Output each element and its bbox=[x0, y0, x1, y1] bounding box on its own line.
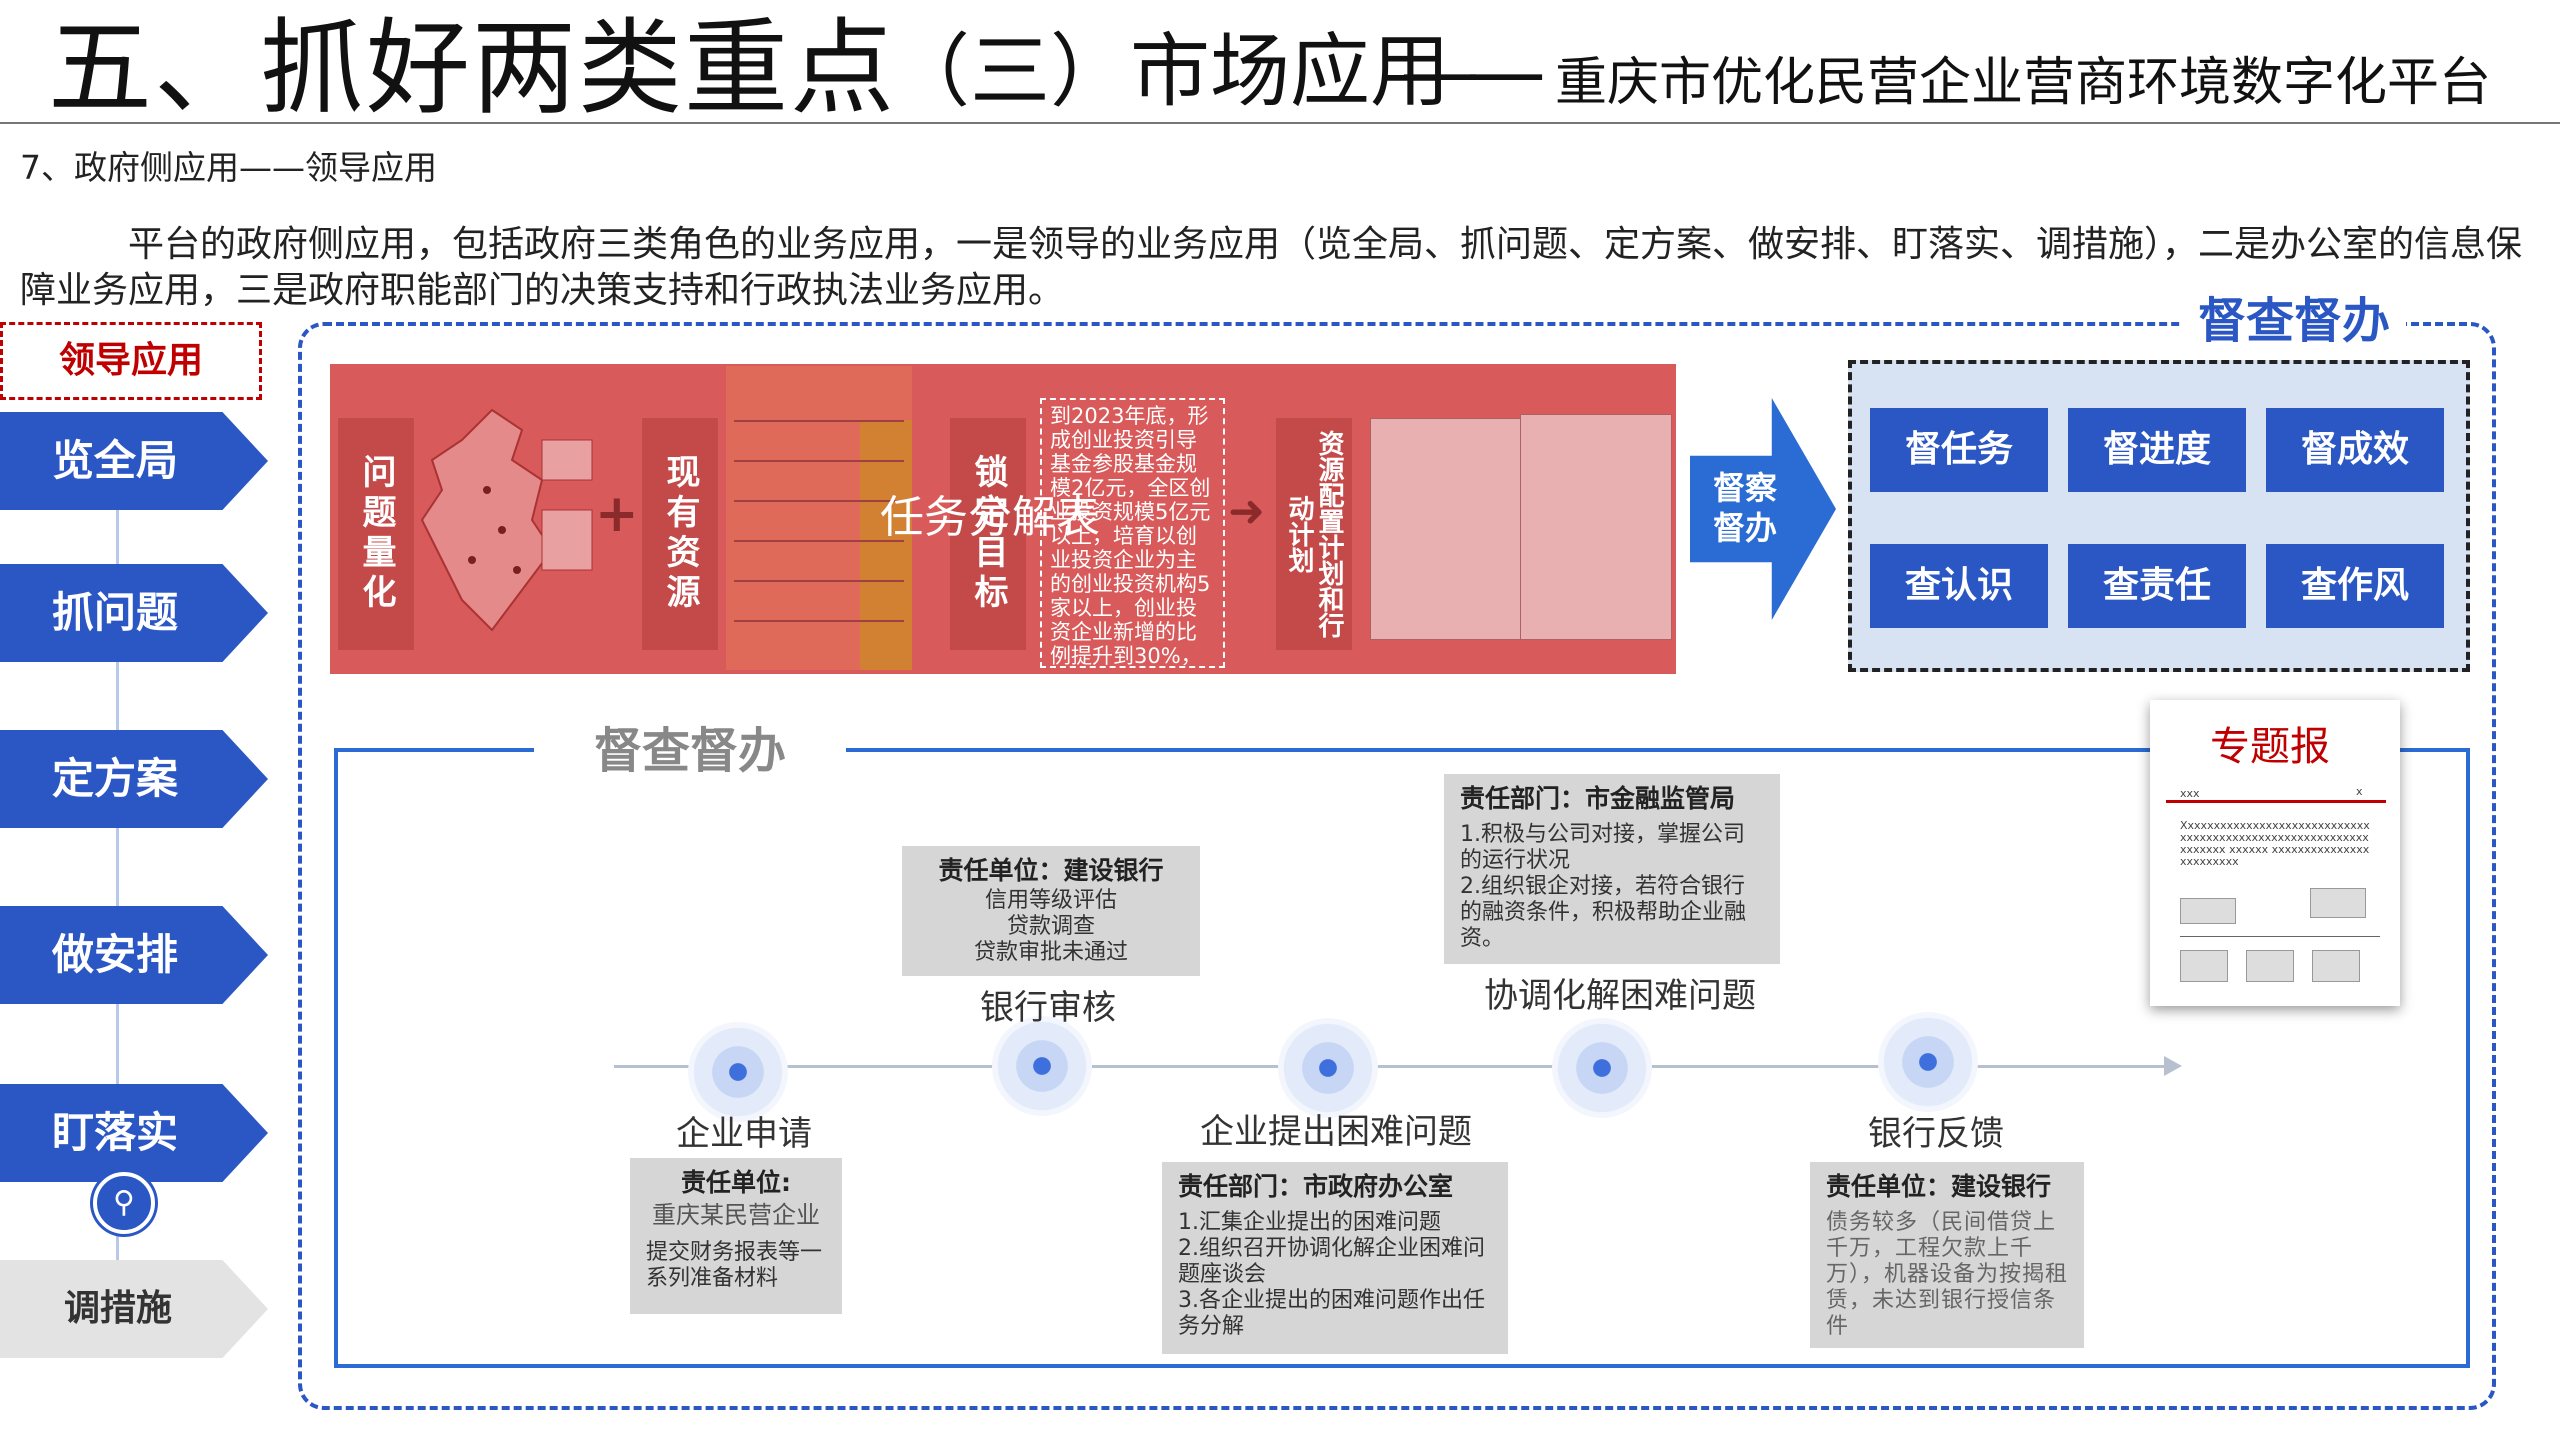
card-feedback-header: 责任单位：建设银行 bbox=[1826, 1172, 2052, 1201]
card-apply-header: 责任单位: bbox=[681, 1168, 791, 1197]
special-report-title: 专题报 bbox=[2210, 724, 2330, 770]
card-apply: 责任单位: 重庆某民营企业 提交财务报表等一系列准备材料 bbox=[630, 1158, 842, 1314]
platform-title: 重庆市优化民营企业营商环境数字化平台 bbox=[1555, 53, 2492, 113]
card-review-line: 贷款调查 bbox=[1006, 914, 1095, 939]
supervision-frame bbox=[298, 322, 2496, 1410]
supervise-progress-button[interactable]: 督进度 bbox=[2068, 408, 2246, 492]
card-review: 责任单位：建设银行 信用等级评估 贷款调查 贷款审批未通过 bbox=[902, 846, 1200, 976]
report-mini-box bbox=[2180, 950, 2228, 982]
step-label-apply: 企业申请 bbox=[676, 1114, 812, 1154]
card-coordinate: 责任部门：市金融监管局 1.积极与公司对接，掌握公司的运行状况 2.组织银企对接… bbox=[1444, 774, 1780, 964]
sheet-line bbox=[734, 460, 904, 462]
timeline-axis bbox=[614, 1065, 2168, 1068]
card-review-line: 贷款审批未通过 bbox=[973, 940, 1128, 965]
timeline-node[interactable] bbox=[1878, 1012, 1978, 1112]
report-red-rule bbox=[2166, 800, 2386, 803]
timeline-arrowhead-icon bbox=[2164, 1056, 2182, 1076]
sheet-line bbox=[734, 540, 904, 542]
timeline-node[interactable] bbox=[992, 1016, 1092, 1116]
task-breakdown-label: 任务分解表 bbox=[880, 492, 1100, 543]
card-apply-body: 提交财务报表等一系列准备材料 bbox=[646, 1240, 823, 1291]
nav-item-followup[interactable]: 盯落实 bbox=[0, 1084, 268, 1182]
supervise-result-button[interactable]: 督成效 bbox=[2266, 408, 2444, 492]
plus-icon: + bbox=[595, 484, 639, 544]
step-label-problem: 企业提出困难问题 bbox=[1200, 1112, 1472, 1152]
nav-connector-line bbox=[116, 500, 119, 1260]
report-mini-box bbox=[2310, 888, 2366, 918]
card-problem-line: 3.各企业提出的困难问题作出任务分解 bbox=[1178, 1288, 1485, 1339]
card-coordinate-line: 2.组织银企对接，若符合银行的融资条件，积极帮助企业融资。 bbox=[1460, 874, 1747, 951]
card-coordinate-line: 1.积极与公司对接，掌握公司的运行状况 bbox=[1460, 822, 1745, 873]
plan-document-image bbox=[1520, 414, 1672, 640]
timeline-node[interactable] bbox=[1278, 1018, 1378, 1118]
card-problem-line: 1.汇集企业提出的困难问题 bbox=[1178, 1210, 1441, 1235]
step-label-review: 银行审核 bbox=[980, 988, 1116, 1028]
report-line: xxx bbox=[2180, 787, 2200, 800]
col-problem-quantify: 问题量化 bbox=[338, 418, 414, 650]
sheet-line bbox=[734, 500, 904, 502]
card-problem-line: 2.组织召开协调化解企业困难问题座谈会 bbox=[1178, 1236, 1485, 1287]
card-apply-unit: 重庆某民营企业 bbox=[652, 1201, 820, 1229]
process-frame bbox=[334, 748, 2470, 1368]
title-divider bbox=[0, 122, 2560, 124]
sheet-line bbox=[734, 580, 904, 582]
nav-item-arrange[interactable]: 做安排 bbox=[0, 906, 268, 1004]
card-coordinate-header: 责任部门：市金融监管局 bbox=[1460, 784, 1736, 813]
timeline-node[interactable] bbox=[1552, 1018, 1652, 1118]
card-feedback: 责任单位：建设银行 债务较多（民间借贷上千万，工程欠款上千万），机器设备为按揭租… bbox=[1810, 1162, 2084, 1348]
process-frame-title: 督查督办 bbox=[534, 718, 847, 784]
location-pin-icon: ⚲ bbox=[93, 1172, 155, 1234]
report-mini-line bbox=[2180, 936, 2380, 937]
page-title: 五、抓好两类重点 bbox=[48, 7, 897, 129]
plan-document-image bbox=[1370, 418, 1522, 640]
report-mini-box bbox=[2312, 950, 2360, 982]
nav-item-adjust[interactable]: 调措施 bbox=[0, 1260, 268, 1358]
report-mini-box bbox=[2246, 950, 2294, 982]
intro-paragraph: 平台的政府侧应用，包括政府三类角色的业务应用，一是领导的业务应用（览全局、抓问题… bbox=[20, 224, 2523, 311]
leader-app-label: 领导应用 bbox=[0, 322, 262, 400]
card-review-line: 信用等级评估 bbox=[984, 888, 1117, 913]
step-label-coordinate: 协调化解困难问题 bbox=[1484, 976, 1756, 1016]
nav-item-plan[interactable]: 定方案 bbox=[0, 730, 268, 828]
supervise-arrow-label: 督察督办 bbox=[1712, 469, 1777, 547]
section-label: 7、政府侧应用——领导应用 bbox=[20, 148, 437, 187]
region-map-icon bbox=[420, 408, 593, 632]
arrow-right-icon: ➜ bbox=[1228, 486, 1265, 537]
col-lock-target: 锁定目标 bbox=[950, 418, 1026, 650]
target-textbox: 到2023年底，形成创业投资引导基金参股基金规模2亿元，全区创业投资规模5亿元以… bbox=[1040, 398, 1225, 668]
report-line: x bbox=[2356, 785, 2363, 798]
card-feedback-body: 债务较多（民间借贷上千万，工程欠款上千万），机器设备为按揭租赁，未达到银行授信条… bbox=[1826, 1210, 2069, 1339]
supervision-frame-title: 督查督办 bbox=[2182, 288, 2407, 354]
card-review-header: 责任单位：建设银行 bbox=[938, 856, 1164, 885]
step-label-feedback: 银行反馈 bbox=[1868, 1114, 2004, 1154]
page-subtitle: （三）市场应用 bbox=[890, 25, 1450, 118]
nav-item-overview[interactable]: 览全局 bbox=[0, 412, 268, 510]
card-problem-header: 责任部门：市政府办公室 bbox=[1178, 1172, 1454, 1201]
sheet-line bbox=[734, 620, 904, 622]
sheet-line bbox=[734, 420, 904, 422]
col-existing-resources: 现有资源 bbox=[642, 418, 718, 650]
supervise-task-button[interactable]: 督任务 bbox=[1870, 408, 2048, 492]
title-dash: —— bbox=[1400, 25, 1546, 118]
check-awareness-button[interactable]: 查认识 bbox=[1870, 544, 2048, 628]
report-body: Xxxxxxxxxxxxxxxxxxxxxxxxxxxxxxxxxxxxxxxx… bbox=[2180, 819, 2370, 868]
card-problem: 责任部门：市政府办公室 1.汇集企业提出的困难问题 2.组织召开协调化解企业困难… bbox=[1162, 1162, 1508, 1354]
report-mini-box bbox=[2180, 898, 2236, 924]
timeline-node[interactable] bbox=[688, 1022, 788, 1122]
col-resource-plan: 资源配置计划和行动计划 bbox=[1276, 418, 1352, 650]
nav-item-problems[interactable]: 抓问题 bbox=[0, 564, 268, 662]
check-responsibility-button[interactable]: 查责任 bbox=[2068, 544, 2246, 628]
check-style-button[interactable]: 查作风 bbox=[2266, 544, 2444, 628]
